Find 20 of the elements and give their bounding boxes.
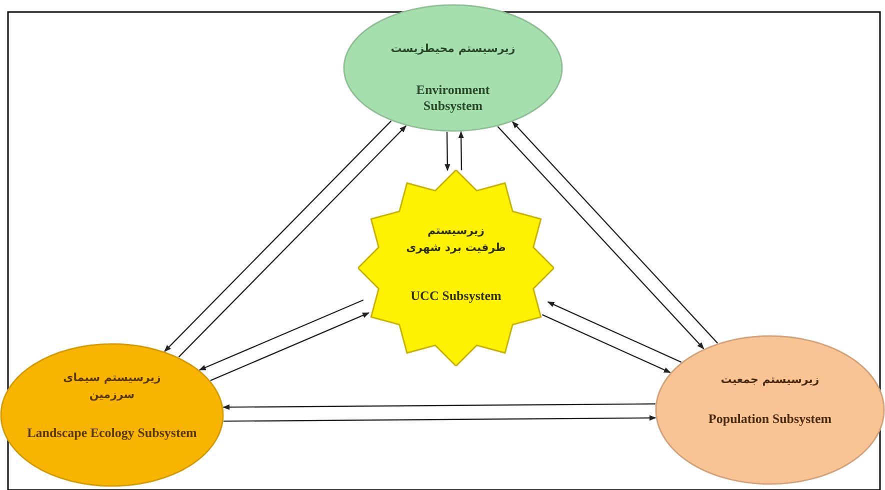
arrow: [497, 126, 704, 350]
arrow: [512, 121, 718, 344]
subsystem-label: UCC Subsystem: [410, 288, 502, 304]
persian-label: زیرسیستم محیطزیست: [390, 41, 516, 57]
arrow: [178, 125, 406, 358]
arrow: [542, 314, 671, 374]
arrow: [164, 120, 392, 352]
arrow: [458, 131, 464, 170]
arrow: [224, 415, 656, 422]
arrow: [198, 299, 364, 371]
arrow: [222, 403, 656, 410]
subsystem-label: Landscape Ecology Subsystem: [27, 425, 197, 441]
persian-label: زیرسیستم سیمای سرزمین: [62, 370, 162, 403]
subsystem-label: Population Subsystem: [707, 411, 833, 427]
persian-label: زیرسیستم جمعیت: [720, 372, 820, 388]
subsystem-label: Environment Subsystem: [415, 82, 491, 114]
persian-label: زیرسیستم ظرفیت برد شهری: [406, 223, 506, 256]
arrow: [547, 301, 682, 363]
arrow: [444, 132, 450, 172]
arrow: [210, 312, 370, 382]
